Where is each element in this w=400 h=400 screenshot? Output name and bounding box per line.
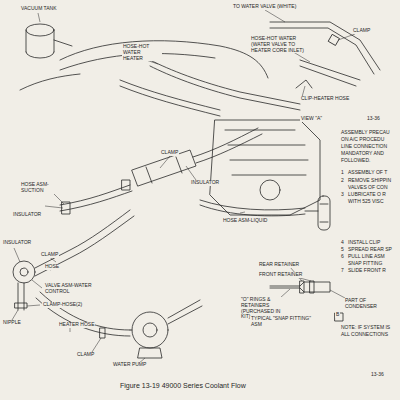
part-label: LUBRICATE O R <box>347 192 387 198</box>
part-label: REMOVE SHIPPIN <box>347 178 392 184</box>
part-label: ASSEMBLY OF T <box>347 170 388 176</box>
part-label: ON A/C PROCEDU <box>340 137 385 143</box>
part-label: 6 <box>340 254 345 260</box>
part-label: TO WATER VALVE (WHITE) <box>232 4 297 10</box>
part-label: VIEW "A" <box>300 116 323 122</box>
part-label: NIPPLE <box>2 320 22 326</box>
part-label: SPREAD REAR SP <box>347 247 393 253</box>
part-label: INSTALL CLIP <box>347 240 381 246</box>
part-label: 1 <box>340 170 345 176</box>
part-label: ALL CONNECTIONS <box>340 332 389 338</box>
part-label: 13-36 <box>370 372 385 378</box>
part-label: VACUUM TANK <box>20 6 58 12</box>
part-label: HOSE-HOT WATER HEATER <box>122 44 162 61</box>
figure-caption: Figure 13-19 49000 Series Coolant Flow <box>120 382 246 390</box>
part-label: VALVES OF CON <box>347 185 389 191</box>
part-label: 5 <box>340 247 345 253</box>
part-label: HOSE <box>44 264 60 270</box>
part-label: SNAP FITTING <box>347 261 383 267</box>
part-label: HOSE-HOT WATER (WATER VALVE TO HEATER CO… <box>250 36 312 53</box>
part-label: VALVE ASM-WATER CONTROL <box>44 283 96 295</box>
part-label: MANDATORY AND <box>340 151 385 157</box>
part-label: REAR RETAINER <box>258 262 300 268</box>
part-label: CLAMP <box>160 150 179 156</box>
part-label: WITH 525 VISC <box>347 199 385 205</box>
part-label: INSULATOR <box>12 212 42 218</box>
part-label: FRONT RETAINER <box>258 272 303 278</box>
part-label: 3 <box>340 192 345 198</box>
part-label: LINE CONNECTION <box>340 144 388 150</box>
part-label: INSULATOR <box>190 180 220 186</box>
part-label: CLAMP <box>76 352 95 358</box>
part-label: PULL LINE ASM <box>347 254 386 260</box>
part-label: CLIP-HEATER HOSE <box>300 96 350 102</box>
part-label: HOSE ASM-SUCTION <box>20 182 56 194</box>
part-label: CLAMP-HOSE(2) <box>42 302 83 308</box>
part-label: 7 <box>340 268 345 274</box>
part-label: FOLLOWED. <box>340 158 371 164</box>
part-label: ASSEMBLY PRECAU <box>340 130 391 136</box>
part-label: 2 <box>340 178 345 184</box>
part-label: SLIDE FRONT R <box>347 268 387 274</box>
part-label: INSULATOR <box>2 240 32 246</box>
part-label: HEATER HOSE <box>58 322 95 328</box>
part-label: 13-36 <box>366 116 381 122</box>
part-label: CLAMP <box>352 28 371 34</box>
part-label: HOSE ASM-LIQUID <box>222 218 268 224</box>
part-label: NOTE: IF SYSTEM IS <box>340 325 391 331</box>
part-label: TYPICAL "SNAP FITTING" ASM <box>250 316 320 328</box>
part-label: PART OF CONDENSER <box>344 298 378 310</box>
part-label: 4 <box>340 240 345 246</box>
part-label: WATER PUMP <box>112 362 147 368</box>
part-label: B <box>335 312 340 318</box>
part-label: CLAMP <box>40 252 59 258</box>
